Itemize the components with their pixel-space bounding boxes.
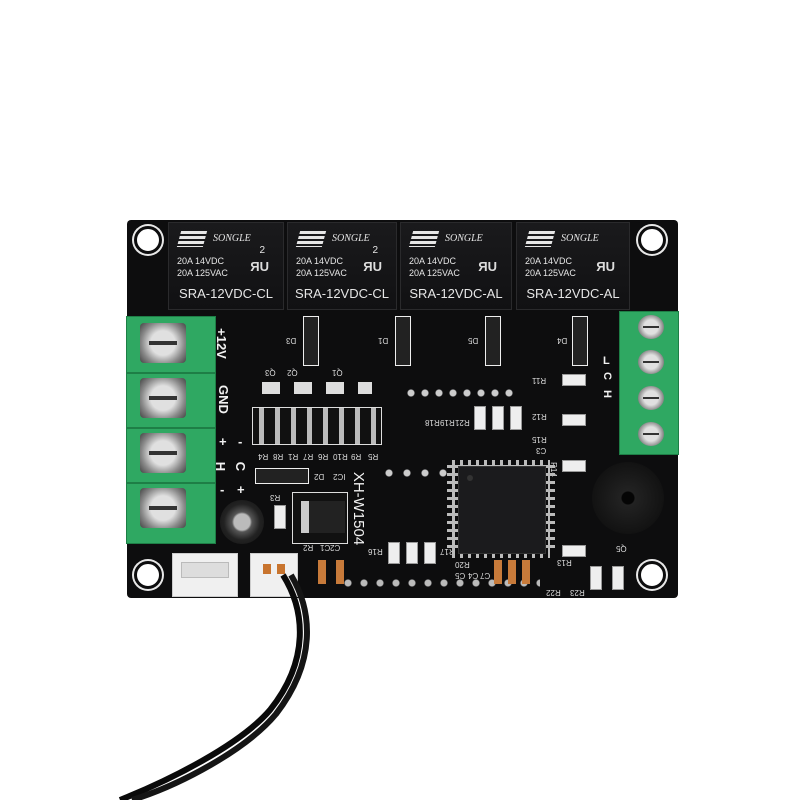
screw-icon[interactable] — [140, 488, 186, 528]
relay-spec-dc: 20A 14VDC — [177, 256, 225, 266]
relay-spec-ac: 20A 125VAC — [177, 268, 228, 278]
relay-spec-dc: 20A 14VDC — [296, 256, 344, 266]
smd-resistor — [274, 505, 286, 529]
screw-icon[interactable] — [638, 422, 664, 446]
ul-mark-icon: ЯU — [363, 259, 382, 274]
relay-model: SRA-12VDC-CL — [179, 286, 273, 301]
jst-connector[interactable] — [172, 553, 238, 597]
smd-resistor — [590, 566, 602, 590]
relay-model: SRA-12VDC-CL — [295, 286, 389, 301]
smd-resistor — [474, 406, 486, 430]
label-pin: - — [238, 434, 243, 449]
relay-1: SONGLE 2 20A 14VDC 20A 125VAC ЯU SRA-12VD… — [168, 222, 284, 310]
relay-model: SRA-12VDC-AL — [409, 286, 503, 301]
label-pin: + — [237, 482, 245, 497]
transistor-row — [262, 382, 372, 394]
relay-spec: 20A 14VDC 20A 125VAC — [177, 255, 228, 279]
smd-resistor — [406, 542, 418, 564]
smd-capacitor — [318, 560, 326, 584]
diode — [572, 316, 588, 366]
relay-spec-ac: 20A 125VAC — [296, 268, 347, 278]
screw-icon[interactable] — [638, 386, 664, 410]
relay-spec-ac: 20A 125VAC — [409, 268, 460, 278]
smd-resistor — [562, 374, 586, 386]
smd-resistor — [562, 414, 586, 426]
relay-spec: 20A 14VDC 20A 125VAC — [296, 255, 347, 279]
relay-brand: SONGLE — [332, 233, 370, 244]
electrolytic-capacitor — [220, 500, 264, 544]
smd-resistor — [612, 566, 624, 590]
smd-resistor — [562, 545, 586, 557]
via-row — [404, 388, 514, 398]
label-pin: + — [219, 434, 227, 449]
screw-icon[interactable] — [140, 433, 186, 473]
mounting-hole — [134, 561, 162, 589]
screw-icon[interactable] — [638, 315, 664, 339]
smd-capacitor — [522, 560, 530, 584]
diode — [255, 468, 309, 484]
mounting-hole — [638, 561, 666, 589]
relay-spec-dc: 20A 14VDC — [409, 256, 457, 266]
smd-resistor — [388, 542, 400, 564]
screw-icon[interactable] — [638, 350, 664, 374]
diode — [395, 316, 411, 366]
relay-brand: SONGLE — [213, 233, 251, 244]
diode — [485, 316, 501, 366]
relay-spec-dc: 20A 14VDC — [525, 256, 573, 266]
buzzer — [592, 462, 664, 534]
mounting-hole — [134, 226, 162, 254]
relay-spec: 20A 14VDC 20A 125VAC — [525, 255, 576, 279]
ul-mark-icon: ЯU — [250, 259, 269, 274]
relay-2: SONGLE 2 20A 14VDC 20A 125VAC ЯU SRA-12VD… — [287, 222, 397, 310]
mounting-hole — [638, 226, 666, 254]
smd-capacitor — [336, 560, 344, 584]
relay-4: SONGLE 20A 14VDC 20A 125VAC ЯU SRA-12VDC-… — [516, 222, 630, 310]
relay-mark: 2 — [259, 245, 265, 256]
ul-mark-icon: ЯU — [596, 259, 615, 274]
relay-brand: SONGLE — [561, 233, 599, 244]
smd-capacitor — [494, 560, 502, 584]
via-row — [340, 578, 540, 588]
smd-resistor — [424, 542, 436, 564]
relay-brand: SONGLE — [445, 233, 483, 244]
smd-resistor — [492, 406, 504, 430]
voltage-regulator — [292, 492, 348, 544]
diode — [303, 316, 319, 366]
relay-spec-ac: 20A 125VAC — [525, 268, 576, 278]
smd-resistor — [562, 460, 586, 472]
label-l: L — [603, 355, 610, 367]
screw-icon[interactable] — [140, 378, 186, 418]
mcu-chip — [458, 466, 546, 554]
label-pin: - — [220, 482, 225, 497]
relay-mark: 2 — [372, 245, 378, 256]
smd-capacitor — [508, 560, 516, 584]
screw-icon[interactable] — [140, 323, 186, 363]
via-row — [380, 468, 450, 478]
resistor-array — [252, 407, 382, 445]
relay-model: SRA-12VDC-AL — [526, 286, 620, 301]
ul-mark-icon: ЯU — [478, 259, 497, 274]
smd-resistor — [510, 406, 522, 430]
relay-3: SONGLE 20A 14VDC 20A 125VAC ЯU SRA-12VDC-… — [400, 222, 512, 310]
relay-spec: 20A 14VDC 20A 125VAC — [409, 255, 460, 279]
